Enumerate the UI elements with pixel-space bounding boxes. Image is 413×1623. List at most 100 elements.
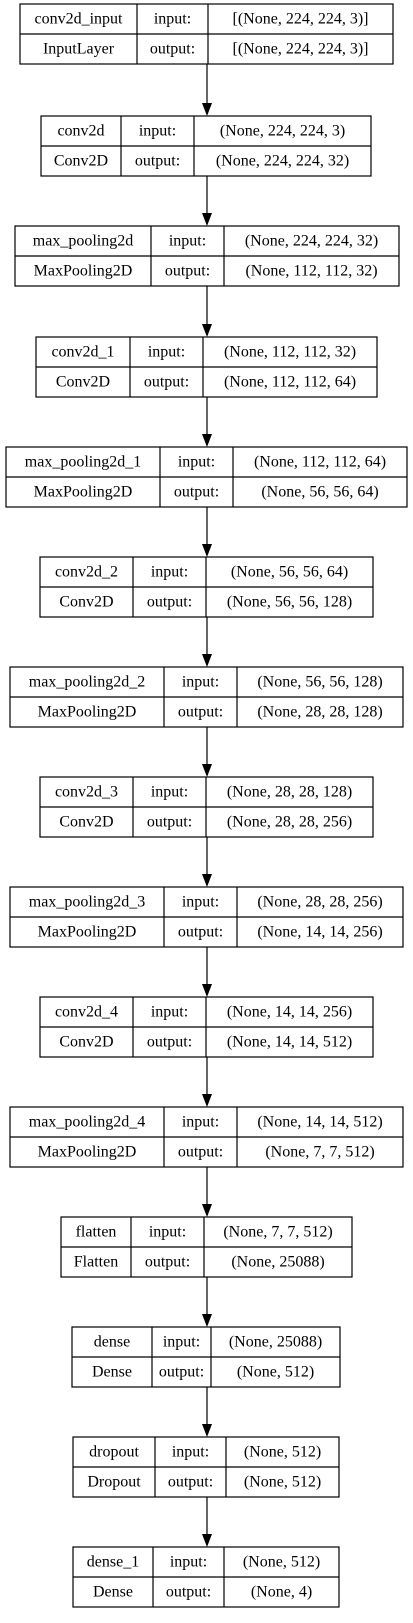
output-shape: (None, 224, 224, 32) [216,153,349,170]
input-label: input: [151,564,188,581]
edge-arrow [202,1497,212,1547]
input-shape: (None, 56, 56, 64) [231,564,348,581]
layer-name: max_pooling2d_4 [29,1114,145,1131]
output-shape: (None, 112, 112, 64) [224,374,356,391]
layer-type: Dense [93,1584,133,1601]
layer-type: InputLayer [43,41,115,58]
layer-name: conv2d_2 [55,564,118,581]
layer-node-max-pooling2d-1: max_pooling2d_1MaxPooling2Dinput:output:… [5,446,408,508]
output-label: output: [178,924,223,941]
layer-node-conv2d-input: conv2d_inputInputLayerinput:output:[(Non… [19,3,394,65]
layer-node-max-pooling2d-4: max_pooling2d_4MaxPooling2Dinput:output:… [9,1106,404,1168]
arrowhead-icon [202,1204,212,1217]
input-label: input: [182,674,219,691]
input-shape: (None, 7, 7, 512) [223,1224,332,1241]
input-label: input: [182,894,219,911]
output-shape: (None, 25088) [231,1254,324,1271]
edge-arrow [202,1277,212,1327]
input-label: input: [182,1114,219,1131]
output-shape: (None, 512) [237,1364,314,1381]
input-shape: (None, 28, 28, 128) [227,784,352,801]
input-label: input: [170,1554,207,1571]
output-label: output: [147,594,192,611]
edge-arrow [202,64,212,116]
input-shape: (None, 224, 224, 32) [245,233,378,250]
arrowhead-icon [202,874,212,887]
output-shape: [(None, 224, 224, 3)] [233,41,369,58]
input-shape: (None, 512) [244,1444,321,1461]
input-shape: (None, 224, 224, 3) [220,123,345,140]
arrowhead-icon [202,764,212,777]
edge-arrow [202,1057,212,1107]
input-shape: (None, 56, 56, 128) [257,674,382,691]
output-label: output: [145,1254,190,1271]
arrowhead-icon [202,1094,212,1107]
output-shape: (None, 28, 28, 256) [227,814,352,831]
layer-node-max-pooling2d: max_pooling2dMaxPooling2Dinput:output:(N… [14,225,400,287]
arrowhead-icon [202,103,212,116]
input-label: input: [149,1224,186,1241]
output-shape: (None, 7, 7, 512) [265,1144,374,1161]
output-shape: (None, 56, 56, 128) [227,594,352,611]
input-label: input: [163,1334,200,1351]
input-label: input: [151,784,188,801]
edge-arrow [202,397,212,447]
layer-name: max_pooling2d_2 [29,674,145,691]
edge-arrow [202,727,212,777]
output-label: output: [159,1364,204,1381]
layer-type: Conv2D [56,374,110,391]
layer-type: MaxPooling2D [38,704,137,721]
output-shape: (None, 4) [251,1584,312,1601]
layer-type: Conv2D [59,594,113,611]
output-label: output: [178,704,223,721]
arrowhead-icon [202,1314,212,1327]
input-shape: (None, 112, 112, 64) [254,454,386,471]
arrowhead-icon [202,1534,212,1547]
input-shape: (None, 14, 14, 256) [227,1004,352,1021]
output-label: output: [166,1584,211,1601]
arrowhead-icon [202,984,212,997]
output-shape: (None, 56, 56, 64) [261,484,378,501]
layer-name: flatten [76,1224,117,1241]
output-label: output: [147,1034,192,1051]
edge-arrow [202,947,212,997]
layer-type: MaxPooling2D [38,1144,137,1161]
output-label: output: [165,263,210,280]
edge-arrow [202,617,212,667]
input-shape: (None, 512) [243,1554,320,1571]
edge-arrow [202,507,212,557]
arrowhead-icon [202,544,212,557]
input-shape: (None, 14, 14, 512) [257,1114,382,1131]
layer-type: MaxPooling2D [34,484,133,501]
arrowhead-icon [202,654,212,667]
layer-name: max_pooling2d_1 [25,454,141,471]
input-shape: (None, 25088) [229,1334,322,1351]
layer-name: conv2d_1 [51,344,114,361]
layer-type: Dense [92,1364,132,1381]
output-shape: (None, 14, 14, 256) [257,924,382,941]
layer-name: max_pooling2d [33,233,133,250]
output-label: output: [174,484,219,501]
arrowhead-icon [202,213,212,226]
layer-name: dropout [89,1444,139,1461]
input-shape: [(None, 224, 224, 3)] [233,11,369,28]
output-label: output: [144,374,189,391]
layer-type: MaxPooling2D [34,263,133,280]
edge-arrow [202,1387,212,1437]
output-shape: (None, 112, 112, 32) [245,263,377,280]
layer-name: max_pooling2d_3 [29,894,145,911]
layer-name: conv2d_4 [55,1004,118,1021]
layer-name: dense_1 [87,1554,139,1571]
output-label: output: [147,814,192,831]
edge-arrow [202,176,212,226]
input-shape: (None, 28, 28, 256) [257,894,382,911]
output-shape: (None, 14, 14, 512) [227,1034,352,1051]
layer-type: Conv2D [59,1034,113,1051]
